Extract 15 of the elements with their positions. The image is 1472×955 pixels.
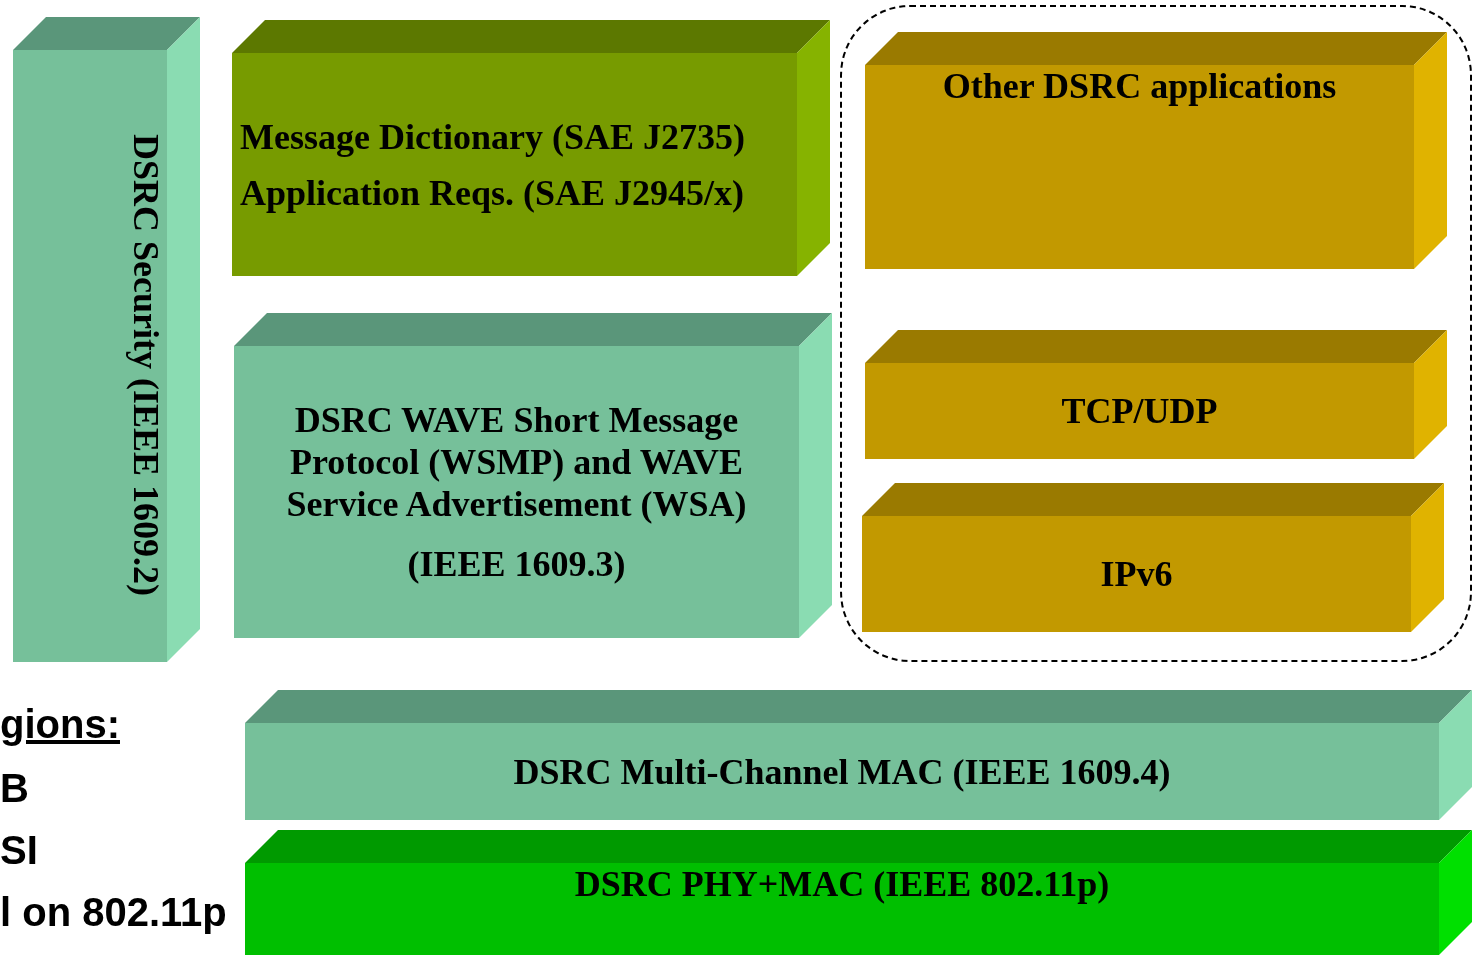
dashed-group-outline	[840, 5, 1472, 662]
layer-label: Other DSRC applications	[942, 65, 1337, 107]
layer-label: TCP/UDP	[1061, 390, 1218, 432]
layer-label: DSRC WAVE Short Message Protocol (WSMP) and WAVE Service Advertisement (WSA)	[285, 399, 748, 525]
note-text: SI	[0, 828, 38, 873]
layer-label: IPv6	[1100, 553, 1173, 595]
layer-label: DSRC Multi-Channel MAC (IEEE 1609.4)	[513, 750, 1171, 793]
layer-label: DSRC PHY+MAC (IEEE 802.11p)	[574, 863, 1110, 905]
layer-label: DSRC Security (IEEE 1609.2)	[125, 134, 167, 596]
note-text: l on 802.11p	[0, 890, 227, 935]
note-text: B	[0, 766, 29, 811]
note-text: gions:	[0, 702, 120, 747]
layer-label: Application Reqs. (SAE J2945/x)	[240, 171, 745, 214]
layer-label: (IEEE 1609.3)	[407, 543, 626, 585]
layer-label: Message Dictionary (SAE J2735)	[240, 115, 745, 158]
